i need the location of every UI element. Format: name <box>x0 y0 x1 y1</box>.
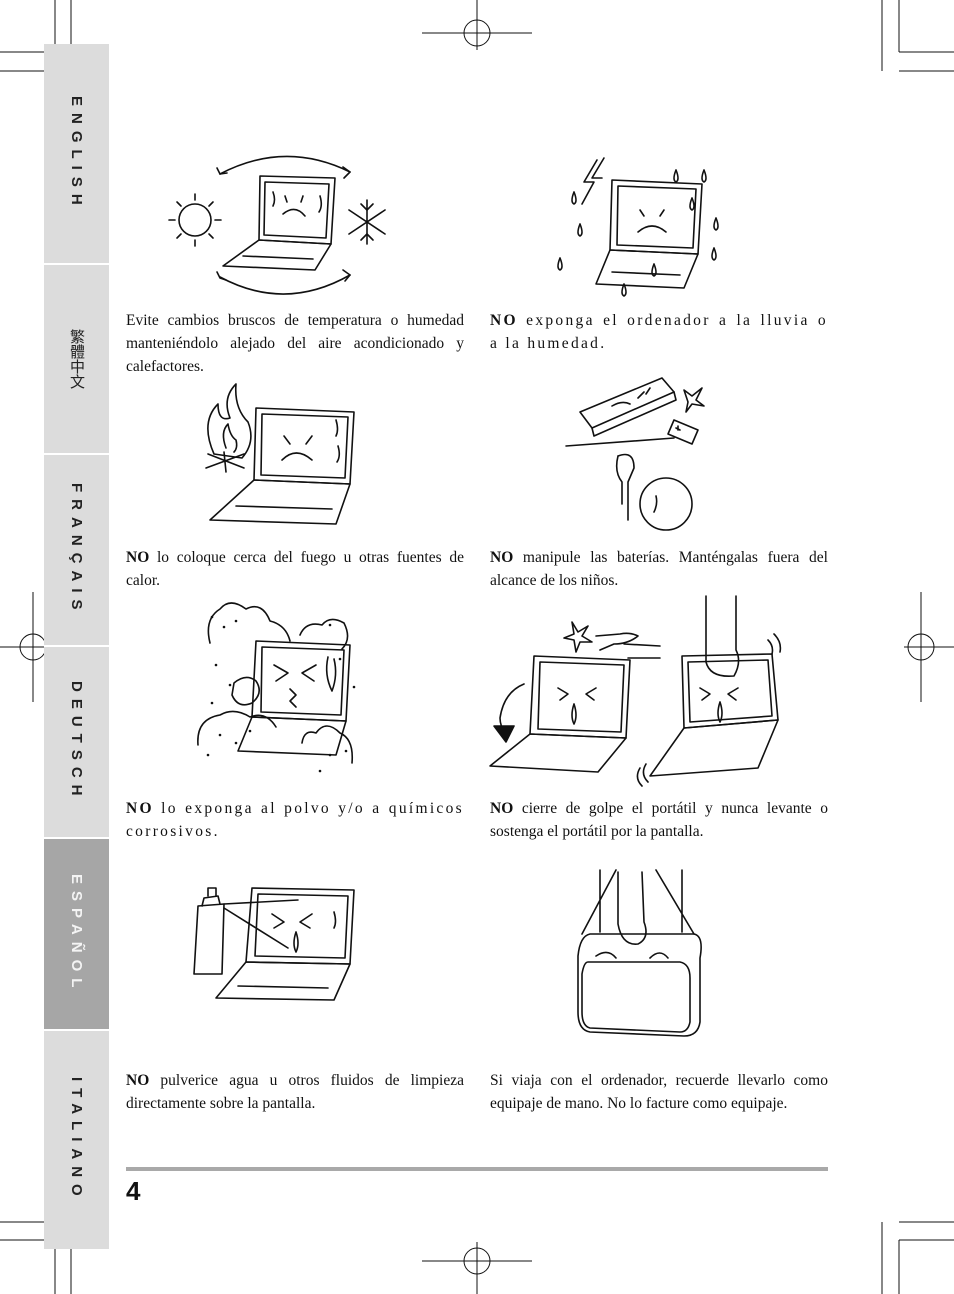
temperature-illustration <box>168 155 386 295</box>
fire-illustration <box>205 383 355 525</box>
caption-spray: NO pulverice agua u otros fluidos de lim… <box>126 1072 464 1112</box>
tab-label: FRANÇAIS <box>68 483 85 617</box>
tab-espanol[interactable]: ESPAÑOL <box>44 839 109 1029</box>
caption-rain: NO exponga el ordenador a la lluvia o a … <box>490 312 828 352</box>
rain-illustration <box>557 157 719 297</box>
tab-deutsch[interactable]: DEUTSCH <box>44 647 109 837</box>
battery-illustration <box>565 377 705 531</box>
caption-travel: Si viaja con el ordenador, recuerde llev… <box>490 1072 828 1112</box>
tab-label: ESPAÑOL <box>68 873 85 995</box>
tab-english[interactable]: ENGLISH <box>44 44 109 263</box>
caption-fire: NO lo coloque cerca del fuego u otras fu… <box>126 549 464 589</box>
spray-illustration <box>193 887 355 1001</box>
tab-label: ITALIANO <box>68 1077 85 1203</box>
caption-batteries: NO manipule las baterías. Manténgalas fu… <box>490 549 828 589</box>
tab-label: DEUTSCH <box>68 681 85 803</box>
tab-label: 繁體中文 <box>68 329 85 389</box>
lid-illustration <box>489 595 782 787</box>
footer-rule <box>126 1167 828 1171</box>
tab-traditional-chinese[interactable]: 繁體中文 <box>44 265 109 453</box>
caption-lid: NO cierre de golpe el portátil y nunca l… <box>490 800 828 840</box>
caption-temperature: Evite cambios bruscos de temperatura o h… <box>126 312 464 375</box>
carry-bag-illustration <box>577 869 702 1037</box>
caption-dust: NO lo exponga al polvo y/o a químicos co… <box>126 800 464 840</box>
language-tabs: ENGLISH 繁體中文 FRANÇAIS DEUTSCH ESPAÑOL IT… <box>44 44 109 1249</box>
tab-francais[interactable]: FRANÇAIS <box>44 455 109 645</box>
tab-label: ENGLISH <box>68 95 85 212</box>
dust-illustration <box>197 602 356 773</box>
tab-italiano[interactable]: ITALIANO <box>44 1031 109 1249</box>
page-number: 4 <box>126 1176 141 1206</box>
